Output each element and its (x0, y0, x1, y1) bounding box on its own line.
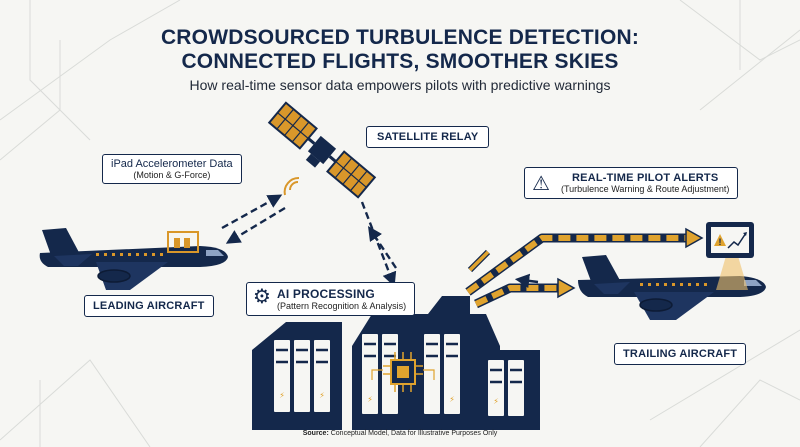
ipad-data-label: iPad Accelerometer Data (111, 158, 233, 170)
pilot-alerts-label: REAL-TIME PILOT ALERTS (572, 172, 719, 184)
pilot-alerts-sublabel: (Turbulence Warning & Route Adjustment) (561, 184, 730, 194)
cockpit-ipad-icon (167, 231, 199, 253)
data-link-satellite-ai (360, 201, 397, 287)
data-link-ipad-satellite (221, 194, 286, 244)
svg-text:⚡: ⚡ (279, 391, 285, 400)
ai-processing-callout: ⚙ AI PROCESSING (Pattern Recognition & A… (246, 282, 416, 316)
svg-text:!: ! (719, 237, 722, 247)
svg-text:⚡: ⚡ (367, 395, 373, 404)
cockpit-tablet-chart-icon: ! (706, 222, 754, 290)
warning-icon: ⚠ (532, 173, 550, 195)
svg-text:⚡: ⚡ (319, 391, 325, 400)
svg-text:⚡: ⚡ (493, 397, 499, 406)
trailing-aircraft-airplane-icon (578, 255, 766, 320)
satellite-relay-label: SATELLITE RELAY (377, 131, 479, 143)
subtitle: How real-time sensor data empowers pilot… (189, 77, 611, 93)
title-line-2: CONNECTED FLIGHTS, SMOOTHER SKIES (181, 50, 619, 73)
ai-processing-sublabel: (Pattern Recognition & Analysis) (277, 301, 407, 311)
leading-aircraft-callout: LEADING AIRCRAFT (84, 295, 214, 317)
ai-processing-label: AI PROCESSING (277, 287, 375, 301)
leading-aircraft-airplane-icon (39, 228, 228, 290)
satellite-icon (267, 101, 377, 199)
trailing-aircraft-label: TRAILING AIRCRAFT (623, 348, 738, 360)
gear-icon: ⚙ (253, 286, 271, 308)
pilot-alerts-callout: ⚠ REAL-TIME PILOT ALERTS (Turbulence War… (524, 167, 739, 199)
source-label: Source: (302, 430, 329, 437)
trailing-aircraft-callout: TRAILING AIRCRAFT (614, 343, 747, 365)
svg-text:⚡: ⚡ (449, 395, 455, 404)
signal-waves-icon (283, 176, 300, 196)
ipad-data-callout: iPad Accelerometer Data (Motion & G-Forc… (102, 154, 242, 184)
source-text: Conceptual Model, Data for Illustrative … (330, 430, 498, 437)
ai-data-center-server-icon: ⚡ ⚡ ⚡ ⚡ ⚡ (252, 296, 540, 430)
alert-routes (465, 227, 704, 309)
leading-aircraft-label: LEADING AIRCRAFT (93, 300, 205, 312)
satellite-relay-callout: SATELLITE RELAY (366, 126, 490, 148)
title-line-1: CROWDSOURCED TURBULENCE DETECTION: (160, 26, 640, 49)
feedback-dash (514, 273, 539, 289)
ai-chip-icon (383, 352, 423, 392)
ipad-data-sublabel: (Motion & G-Force) (133, 170, 211, 180)
source-note: Source: Conceptual Model, Data for Illus… (0, 430, 800, 437)
